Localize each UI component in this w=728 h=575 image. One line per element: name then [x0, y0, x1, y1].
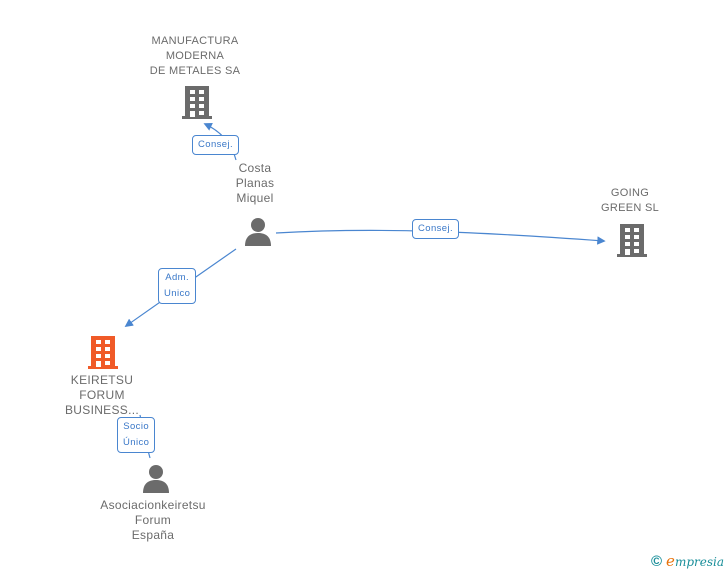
person-icon[interactable]: [141, 463, 171, 493]
edge-label-socio-unico[interactable]: Socio Único: [117, 417, 156, 453]
node-label-costa[interactable]: Costa Planas Miquel: [235, 161, 275, 205]
edge-label-consej-going[interactable]: Consej.: [412, 219, 460, 239]
brand-initial: e: [666, 552, 675, 570]
building-icon[interactable]: [617, 222, 647, 258]
brand-name: mpresia: [674, 555, 724, 569]
node-label-going[interactable]: GOING GREEN SL: [600, 187, 660, 214]
node-label-manufactura[interactable]: MANUFACTURA MODERNA DE METALES SA: [149, 35, 241, 77]
person-icon[interactable]: [243, 216, 273, 246]
node-label-asociacion[interactable]: Asociacionkeiretsu Forum España: [100, 498, 206, 542]
node-label-keiretsu[interactable]: KEIRETSU FORUM BUSINESS...: [65, 373, 139, 417]
building-icon[interactable]: [182, 84, 212, 120]
copyright-icon: ©: [650, 553, 663, 570]
edge-label-adm-unico[interactable]: Adm. Unico: [158, 268, 197, 304]
empresia-logo[interactable]: © empresia: [651, 552, 724, 571]
edge-label-consej-manufactura[interactable]: Consej.: [192, 135, 240, 155]
building-icon-highlighted[interactable]: [88, 334, 118, 370]
